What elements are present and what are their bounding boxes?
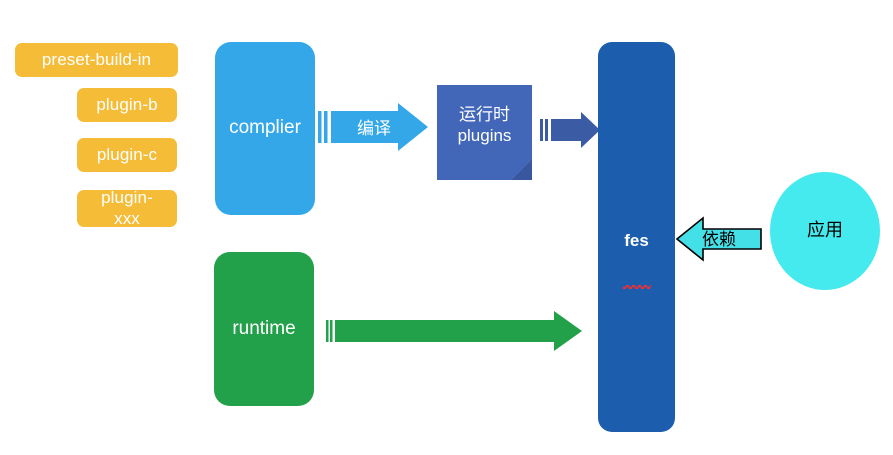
chip-preset-build-in[interactable]: preset-build-in [15,43,178,77]
node-application-label: 应用 [807,220,843,241]
node-runtime-plugins-line2: plugins [457,125,512,145]
spellcheck-underline [622,285,651,289]
chip-plugin-b-label: plugin-b [96,94,158,114]
node-fes-label: fes [624,230,649,250]
node-runtime-plugins-line1: 运行时 [459,105,510,125]
chip-plugin-c-label: plugin-c [96,144,158,164]
node-runtime-plugins[interactable]: 运行时 plugins [437,85,532,180]
chip-plugin-xxx-line2: xxx [114,208,140,228]
chip-plugin-c[interactable]: plugin-c [77,138,177,172]
chip-plugin-b[interactable]: plugin-b [77,88,177,122]
node-runtime[interactable]: runtime [214,252,314,406]
chip-preset-build-in-label: preset-build-in [41,49,152,69]
arrow-plugins-to-fes [540,112,600,148]
arrow-compile-label-text: 编译 [357,118,391,138]
node-application[interactable]: 应用 [770,172,880,290]
chip-plugin-xxx-label: plugin-xxx [89,188,165,228]
node-complier[interactable]: complier [215,42,315,215]
arrow-runtime-to-fes [326,311,582,351]
arrow-compile [318,103,428,151]
node-complier-label: complier [229,117,301,139]
node-runtime-label: runtime [232,317,296,339]
node-runtime-plugins-text: 运行时 plugins [457,105,512,152]
chip-plugin-xxx[interactable]: plugin-xxx [77,188,177,228]
arrow-depend [676,216,762,262]
arrow-depend-label-text: 依赖 [702,229,736,249]
node-fes[interactable]: fes [598,42,675,432]
chip-plugin-xxx-line1: plugin- [101,188,153,208]
